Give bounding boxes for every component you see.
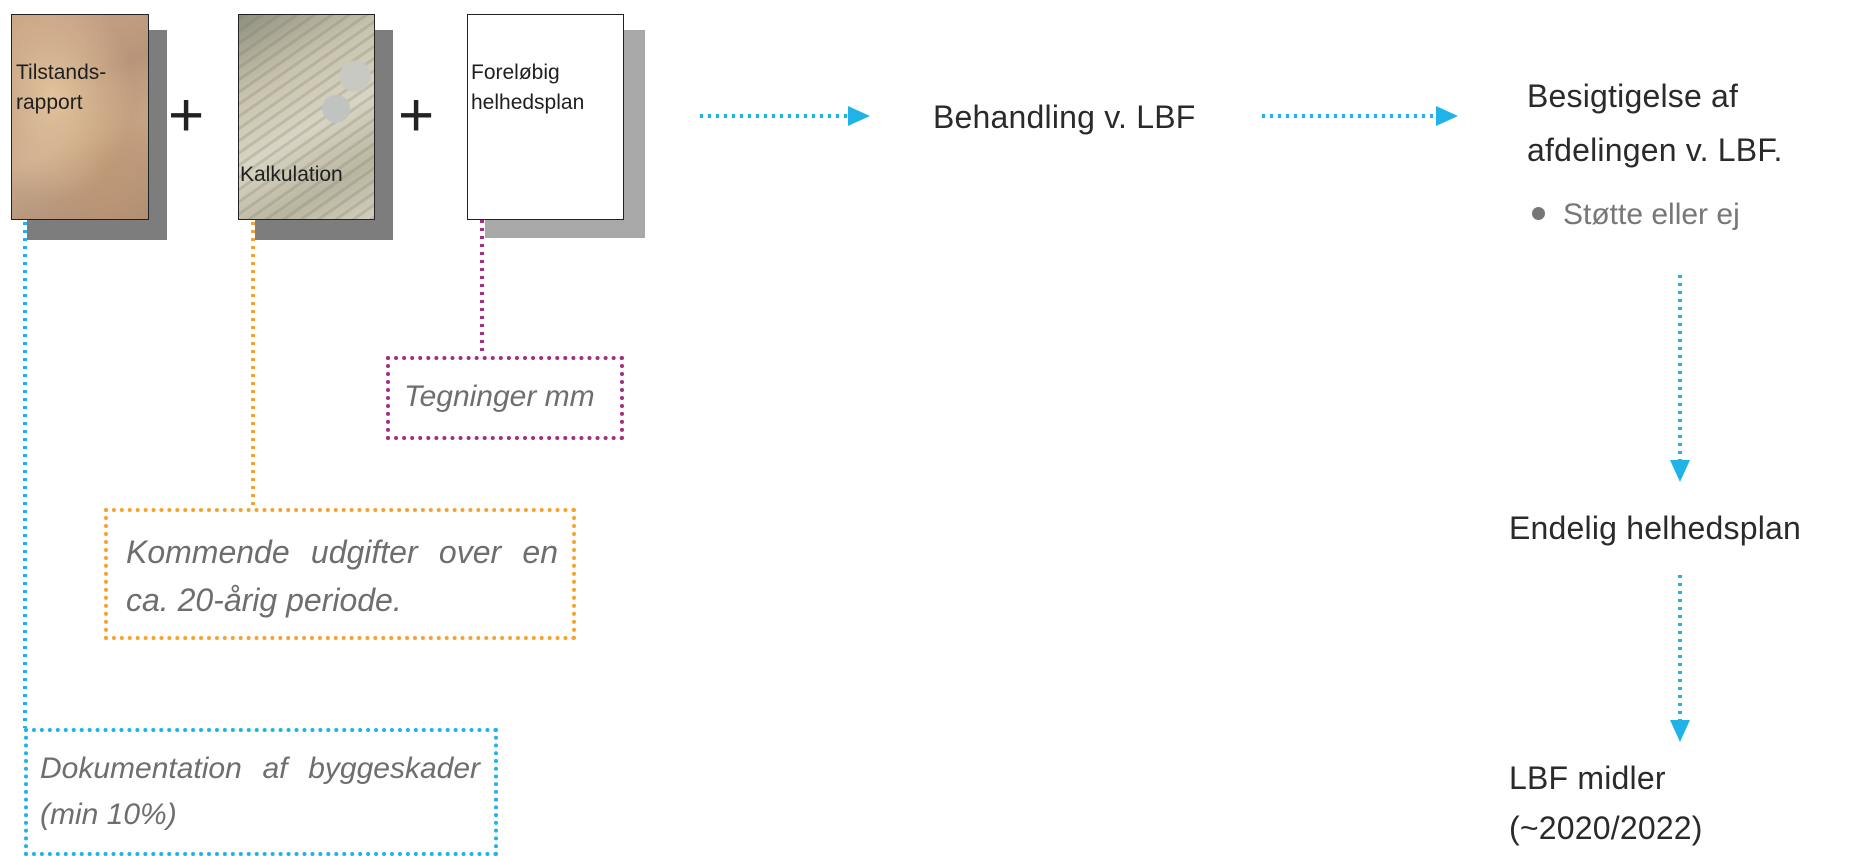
step-endelig-helhedsplan: Endelig helhedsplan — [1509, 510, 1802, 546]
doc-tilstandsrapport: Tilstands- rapport — [11, 14, 149, 220]
step-besigtigelse-bullet: Støtte eller ej — [1532, 195, 1740, 235]
arrow-head-2 — [1436, 106, 1458, 126]
note-drawings: Tegninger mm — [386, 356, 624, 440]
note-expenses-text: Kommende udgifter over en ca. 20-årig pe… — [126, 534, 558, 618]
bullet-dot-icon — [1532, 206, 1545, 220]
plus-sign: + — [168, 81, 205, 150]
doc-label: Tilstands- rapport — [16, 61, 107, 114]
note-expenses: Kommende udgifter over en ca. 20-årig pe… — [104, 508, 576, 640]
note-drawings-text: Tegninger mm — [404, 380, 595, 413]
doc-kalkulation: Kalkulation — [238, 14, 375, 220]
doc-forelobig-helhedsplan: Foreløbig helhedsplan — [467, 14, 624, 220]
step-lbf-midler-line1: LBF midler — [1509, 760, 1666, 796]
doc-label: Kalkulation — [240, 163, 343, 186]
note-documentation-text: Dokumentation af byggeskader (min 10%) — [40, 752, 480, 831]
step-lbf-midler-line2: (~2020/2022) — [1509, 810, 1703, 846]
arrow-head-4 — [1670, 720, 1690, 742]
step-behandling: Behandling v. LBF — [933, 99, 1196, 135]
note-documentation: Dokumentation af byggeskader (min 10%) — [24, 728, 498, 856]
doc-label: Foreløbig helhedsplan — [471, 61, 585, 114]
arrow-head-3 — [1670, 460, 1690, 482]
arrow-head-1 — [848, 106, 870, 126]
step-besigtigelse-line2: afdelingen v. LBF. — [1527, 132, 1783, 168]
bullet-text: Støtte eller ej — [1563, 198, 1740, 231]
plus-sign: + — [398, 81, 435, 150]
step-besigtigelse-line1: Besigtigelse af — [1527, 78, 1739, 114]
